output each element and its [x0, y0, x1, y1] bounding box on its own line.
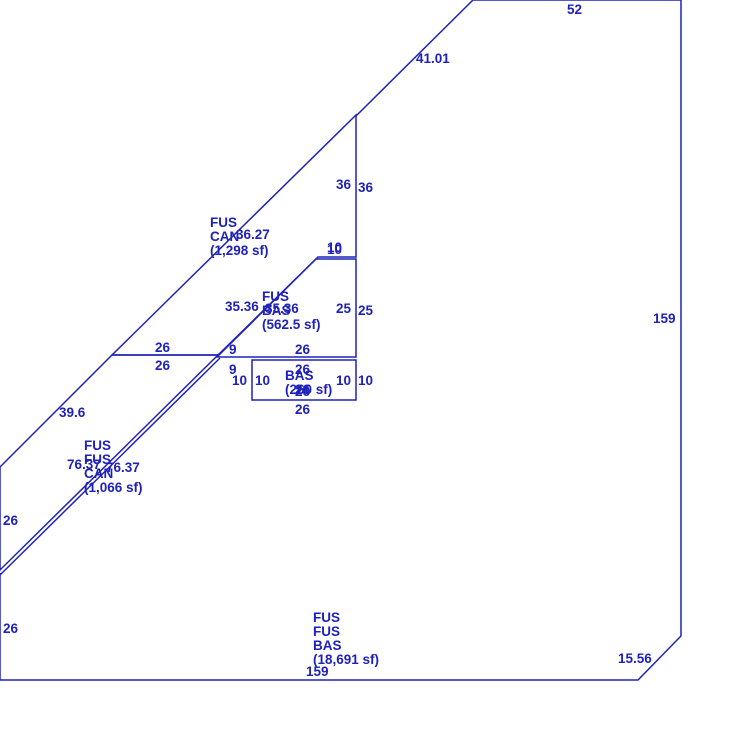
area-base-small-line-1: BAS: [285, 368, 314, 383]
dimension-base-bottom-b: 26: [295, 362, 311, 377]
dimension-base-right-outer: 25: [358, 303, 374, 318]
dimension-small-top: 26: [295, 382, 311, 397]
area-base-upper-line-2: BAS: [262, 303, 291, 318]
area-base-upper-size: (562.5 sf): [262, 317, 321, 332]
area-canopy-upper-line-2: CAN: [210, 229, 239, 244]
dimension-canopy-bottom-top: 26: [155, 340, 171, 355]
area-main-line-3: BAS: [313, 638, 342, 653]
sketch-outlines: [0, 0, 682, 681]
dimension-small-left-b: 10: [255, 373, 270, 388]
dimension-canopy-right-outer: 36: [358, 180, 374, 195]
dimension-outer-top: 52: [567, 2, 582, 17]
area-canopy-upper-line-1: FUS: [210, 215, 237, 230]
dimension-lower-diagonal-a: 76.37: [67, 457, 101, 472]
dimension-small-left-a: 10: [232, 373, 247, 388]
area-canopy-upper-size: (1,298 sf): [210, 243, 269, 258]
dimension-left-lower: 26: [3, 621, 19, 636]
dimension-small-right-a: 10: [336, 373, 351, 388]
area-canopy-lower-line-3: CAN: [84, 466, 113, 481]
dimension-base-diagonal-a: 35.36: [225, 299, 259, 314]
area-canopy-lower-line-2: FUS: [84, 452, 111, 467]
area-main-line-1: FUS: [313, 610, 340, 625]
dimension-base-top-a: 10: [327, 240, 342, 255]
dimension-base-bottom-short-a: 9: [229, 342, 237, 357]
canopy-lower-outline: [0, 354, 220, 572]
dimension-outer-diagonal-top: 41.01: [416, 51, 450, 66]
base-upper-outline: [215, 258, 357, 358]
canopy-lower-inner-edge: [0, 357, 221, 576]
dimension-outer-corner: 15.56: [618, 651, 652, 666]
base-small-outline: [251, 359, 357, 401]
dimension-left-upper: 26: [3, 513, 19, 528]
dimension-left-diagonal: 39.6: [59, 405, 86, 420]
dimension-small-bottom-b: 26: [295, 402, 311, 417]
dimension-base-bottom-a: 26: [295, 342, 311, 357]
dimension-base-right-inner: 25: [336, 301, 352, 316]
area-canopy-lower-line-1: FUS: [84, 438, 111, 453]
area-main-size: (18,691 sf): [313, 652, 379, 667]
dimension-canopy-diagonal: 36.27: [236, 227, 270, 242]
main-building-outline: [0, 0, 682, 681]
dimension-outer-bottom: 159: [306, 664, 329, 679]
dimension-canopy-bottom-bottom: 26: [155, 358, 171, 373]
area-base-upper-line-1: FUS: [262, 289, 289, 304]
dimension-base-diagonal-b: 35.36: [265, 301, 299, 316]
dimension-small-right-b: 10: [358, 373, 373, 388]
dimension-small-bottom-a: 26: [295, 384, 311, 399]
sketch-labels: 52 41.01 159 15.56 159 26 26 39.6 36.27 …: [3, 2, 676, 679]
dimension-canopy-right-inner: 36: [336, 177, 352, 192]
dimension-base-top-b: 10: [327, 242, 342, 257]
dimension-base-bottom-short-b: 9: [229, 362, 237, 377]
area-main-line-2: FUS: [313, 624, 340, 639]
area-canopy-lower-size: (1,066 sf): [84, 480, 143, 495]
area-base-small-size: (260 sf): [285, 382, 332, 397]
dimension-lower-diagonal-b: 76.37: [106, 460, 140, 475]
dimension-outer-right: 159: [653, 311, 676, 326]
